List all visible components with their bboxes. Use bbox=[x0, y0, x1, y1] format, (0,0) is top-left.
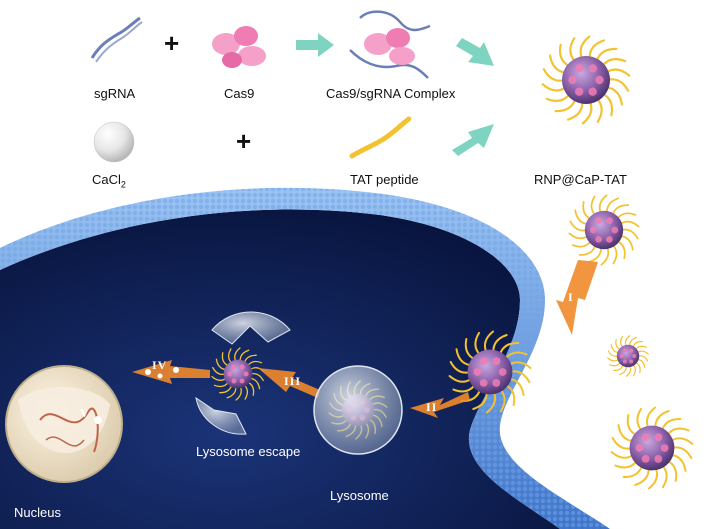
tat-peptide bbox=[349, 115, 413, 159]
arrow-step-4 bbox=[132, 360, 210, 384]
cas9-protein bbox=[212, 26, 266, 68]
label-lysosome: Lysosome bbox=[330, 488, 389, 503]
label-cacl2-base: CaCl bbox=[92, 172, 121, 187]
arrow-teal-1 bbox=[296, 33, 334, 57]
arrow-teal-2 bbox=[456, 38, 494, 66]
label-cacl2: CaCl2 bbox=[92, 172, 126, 190]
label-sgrna: sgRNA bbox=[94, 86, 136, 101]
label-product: RNP@CaP-TAT bbox=[534, 172, 627, 187]
lysosome-vesicle bbox=[313, 365, 403, 455]
step-label-2: II bbox=[426, 400, 438, 414]
nucleus bbox=[5, 365, 123, 483]
arrow-step-2 bbox=[410, 392, 470, 418]
released-cargo bbox=[145, 367, 179, 379]
nanoparticle-layer bbox=[211, 35, 694, 490]
label-lysosome-escape: Lysosome escape bbox=[196, 444, 301, 459]
broken-lysosome bbox=[195, 311, 291, 435]
step-label-1: I bbox=[568, 290, 574, 304]
nanoparticle-product bbox=[541, 35, 631, 125]
step-label-3: III bbox=[284, 374, 302, 388]
nanoparticle-outside-large bbox=[610, 406, 694, 490]
cacl2-sphere bbox=[93, 121, 135, 163]
arrow-step-3 bbox=[258, 368, 320, 398]
step-label-5: V bbox=[80, 406, 90, 420]
step-label-4: IV bbox=[152, 358, 168, 372]
cas9-sgrna-complex bbox=[349, 10, 431, 79]
nanoparticle-endocytosed bbox=[448, 330, 532, 414]
label-cas9: Cas9 bbox=[224, 86, 255, 101]
label-cacl2-sub: 2 bbox=[120, 179, 126, 190]
plus-sign-2: + bbox=[236, 126, 252, 156]
label-tat: TAT peptide bbox=[350, 172, 419, 187]
arrow-step-1 bbox=[556, 260, 598, 335]
label-nucleus: Nucleus bbox=[14, 505, 61, 520]
nanoparticle-outside-small bbox=[607, 335, 649, 377]
arrow-teal-3 bbox=[452, 124, 494, 156]
nanoparticle-approaching bbox=[568, 194, 640, 266]
plus-sign-1: + bbox=[164, 28, 180, 58]
label-complex: Cas9/sgRNA Complex bbox=[326, 86, 456, 101]
cytoplasm bbox=[0, 209, 560, 529]
cell-membrane-texture bbox=[0, 187, 610, 529]
sgrna-strand bbox=[90, 16, 143, 63]
